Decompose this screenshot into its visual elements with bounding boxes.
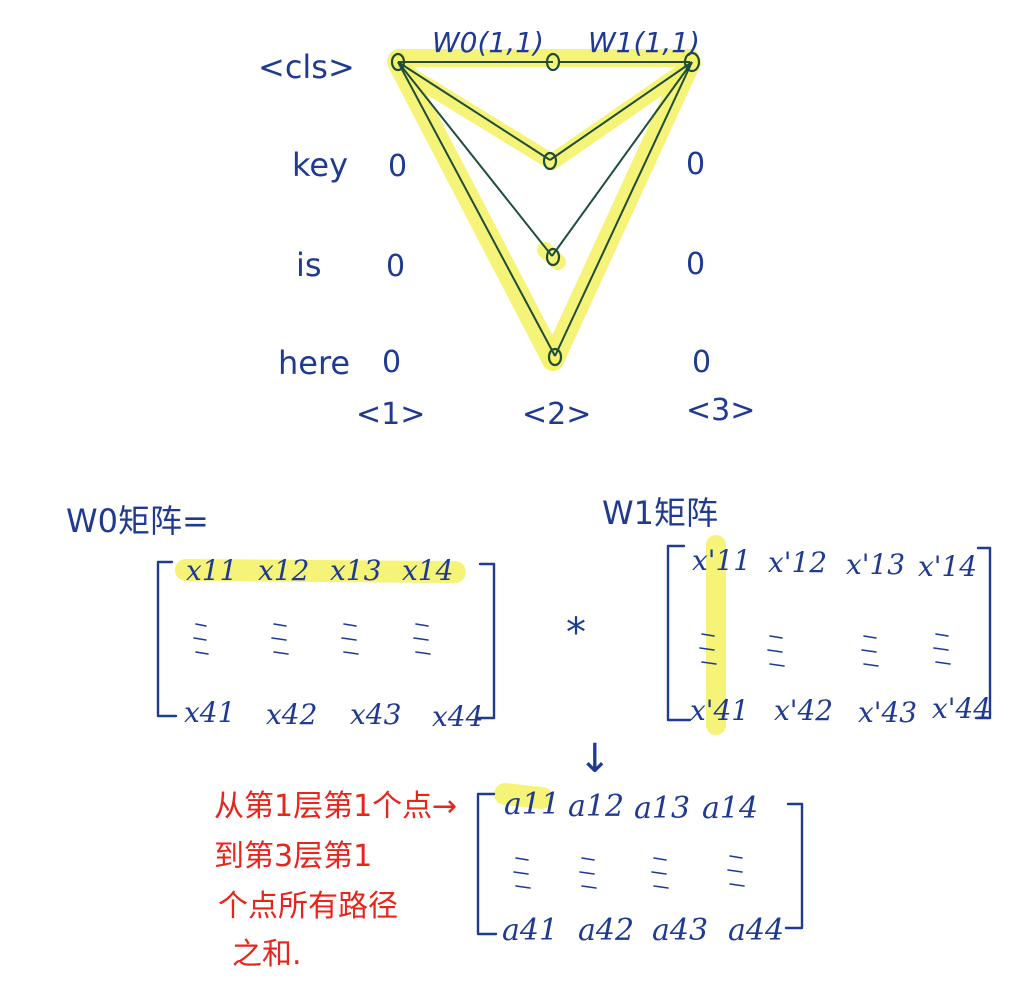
matrix-w0-title: W0矩阵= xyxy=(66,502,209,540)
matrix-w1-title: W1矩阵 xyxy=(602,494,718,532)
matrix-w1-cell: x'42 xyxy=(774,694,833,727)
annotation-arrow: → xyxy=(432,789,457,824)
highlight-a11 xyxy=(494,783,553,809)
matrix-w0-cell: x41 xyxy=(184,696,235,729)
node-3-4: 0 xyxy=(692,345,711,380)
matrix-w1-cell: x'13 xyxy=(846,548,905,581)
down-arrow: ↓ xyxy=(578,736,612,782)
node-2-3 xyxy=(545,247,561,267)
edge-2-4-to-3-1 xyxy=(554,61,693,357)
result-cell: a43 xyxy=(652,913,708,948)
word-label-here: here xyxy=(278,344,350,382)
matrix-w0-cell: x12 xyxy=(258,554,309,587)
edge-2-3-to-3-1 xyxy=(551,61,693,257)
highlight-vshape xyxy=(397,62,693,170)
annotation-line-1: 从第1层第1个点 xyxy=(214,789,432,824)
column-label-3: <3> xyxy=(686,393,755,428)
matrix-w1-cell: x'44 xyxy=(932,692,991,725)
result-cell: a44 xyxy=(728,913,784,948)
annotation: 从第1层第1个点 → 到第3层第1 个点所有路径 之和. xyxy=(214,789,457,972)
node-1-1 xyxy=(390,52,406,72)
annotation-line-2: 到第3层第1 xyxy=(214,839,372,874)
matrix-w1-cell: x'11 xyxy=(692,544,751,577)
node-2-4 xyxy=(547,347,563,367)
matrix-w0-cell: x13 xyxy=(330,554,381,587)
multiply-operator: * xyxy=(566,610,586,656)
node-3-3: 0 xyxy=(686,247,705,282)
result-top-row: a11 a12 a13 a14 xyxy=(504,787,758,826)
matrix-w1-vertical-ellipsis xyxy=(699,633,951,667)
result-right-bracket xyxy=(784,802,804,930)
result-vertical-ellipsis xyxy=(513,855,745,889)
result-cell: a11 xyxy=(504,787,560,822)
highlight-layer xyxy=(175,49,726,809)
matrix-w0-top-row: x11 x12 x13 x14 xyxy=(186,554,453,587)
matrix-w0-bottom-row: x41 x42 x43 x44 xyxy=(184,696,483,733)
matrix-w1-cell: x'12 xyxy=(768,546,827,579)
result-cell: a42 xyxy=(578,913,634,948)
node-3-1 xyxy=(683,51,701,73)
node-2-1 xyxy=(545,52,561,72)
matrix-w1-left-bracket xyxy=(666,544,692,722)
matrix-w0-left-bracket xyxy=(156,560,178,718)
result-cell: a12 xyxy=(568,789,624,824)
matrix-w1-cell: x'41 xyxy=(690,694,749,727)
matrix-w0-cell: x14 xyxy=(402,554,453,587)
result-left-bracket xyxy=(476,792,498,936)
result-cell: a14 xyxy=(702,791,758,826)
matrix-w0-cell: x44 xyxy=(432,700,483,733)
matrix-w0-cell: x43 xyxy=(350,698,401,731)
matrix-w0-cell: x11 xyxy=(186,554,237,587)
matrix-w1-top-row: x'11 x'12 x'13 x'14 xyxy=(692,544,977,583)
matrix-w1-cell: x'43 xyxy=(858,696,917,729)
node-2-2 xyxy=(542,151,558,171)
edge-2-2-to-3-1 xyxy=(549,61,693,161)
word-label-key: key xyxy=(292,146,348,184)
node-1-2: 0 xyxy=(388,149,407,184)
matrix-w1-cell: x'14 xyxy=(918,550,977,583)
highlight-w0-row xyxy=(175,559,466,583)
annotation-line-3: 个点所有路径 xyxy=(218,889,398,924)
edge-1-1-to-2-4 xyxy=(397,61,556,357)
matrix-w1-right-bracket xyxy=(974,546,992,720)
matrix-w0-cell: x42 xyxy=(266,698,317,731)
result-cell: a41 xyxy=(502,913,558,948)
graph-nodes xyxy=(390,51,701,367)
annotation-line-4: 之和. xyxy=(232,937,302,972)
node-3-2: 0 xyxy=(686,147,705,182)
edge-label-w0: W0(1,1) xyxy=(432,26,544,59)
node-1-3: 0 xyxy=(386,249,405,284)
result-bottom-row: a41 a42 a43 a44 xyxy=(502,913,784,948)
node-1-4: 0 xyxy=(382,345,401,380)
word-label-is: is xyxy=(296,246,322,284)
word-label-cls: <cls> xyxy=(258,48,355,86)
matrix-w0-vertical-ellipsis xyxy=(193,623,431,655)
edge-1-1-to-2-3 xyxy=(397,61,553,257)
graph-idle-nodes: 0 0 0 0 0 0 xyxy=(382,147,711,380)
matrix-w1-bottom-row: x'41 x'42 x'43 x'44 xyxy=(690,692,991,729)
edge-label-w1: W1(1,1) xyxy=(588,26,700,59)
matrix-w0-right-bracket xyxy=(476,562,496,720)
edge-1-1-to-2-2 xyxy=(397,61,551,161)
column-label-1: <1> xyxy=(356,397,425,432)
graph-edges xyxy=(397,61,693,357)
result-cell: a13 xyxy=(634,791,690,826)
column-label-2: <2> xyxy=(522,397,591,432)
